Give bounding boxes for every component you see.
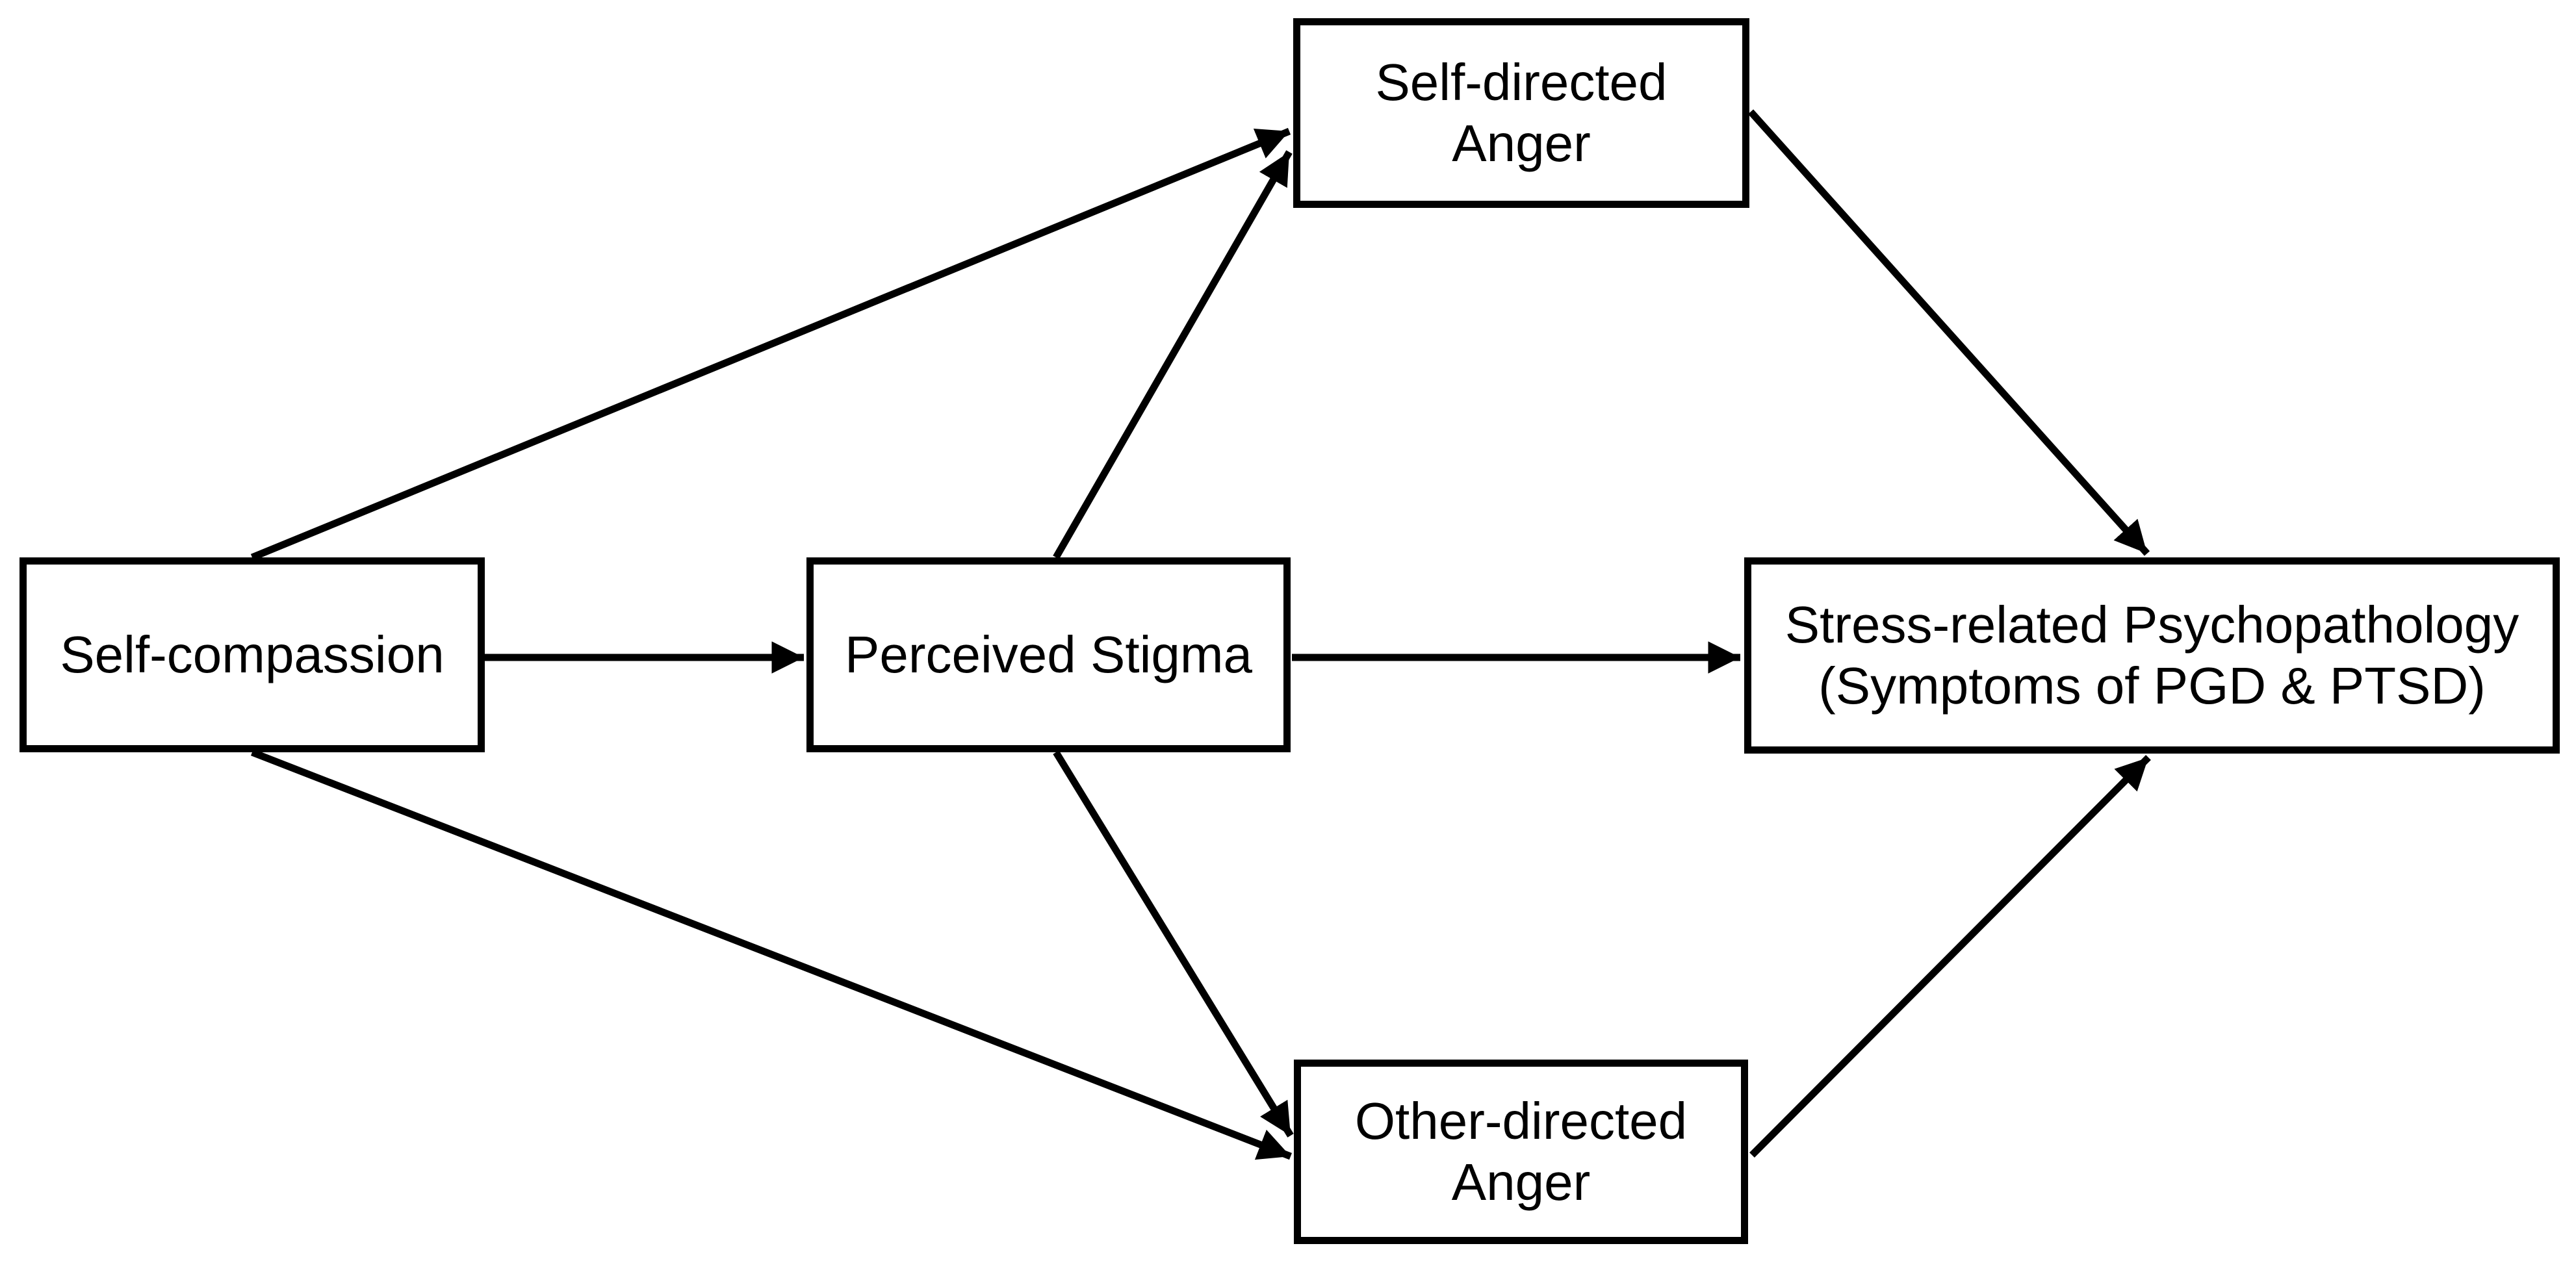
node-self-directed-anger: Self-directed Anger — [1293, 18, 1749, 208]
node-stress-psychopathology-label-line2: (Symptoms of PGD & PTSD) — [1818, 657, 2486, 715]
node-perceived-stigma: Perceived Stigma — [806, 557, 1291, 752]
arrow-self-compassion-to-self-directed-anger — [250, 127, 1291, 561]
node-self-compassion: Self-compassion — [19, 557, 485, 752]
node-other-directed-anger-label-line1: Other-directed — [1354, 1092, 1688, 1151]
node-self-directed-anger-label-line1: Self-directed — [1375, 53, 1668, 112]
node-self-compassion-label: Self-compassion — [60, 626, 444, 684]
node-stress-psychopathology-label-line1: Stress-related Psychopathology — [1784, 596, 2519, 654]
arrow-self-compassion-to-other-directed-anger — [251, 748, 1292, 1160]
node-other-directed-anger: Other-directed Anger — [1294, 1060, 1748, 1244]
node-perceived-stigma-label: Perceived Stigma — [845, 626, 1252, 684]
arrow-self-directed-anger-to-stress-psychopathology — [1747, 109, 2150, 556]
arrow-perceived-stigma-to-other-directed-anger — [1053, 750, 1294, 1138]
arrow-perceived-stigma-to-self-directed-anger — [1053, 150, 1293, 559]
node-self-directed-anger-label-line2: Anger — [1452, 114, 1591, 172]
arrow-other-directed-anger-to-stress-psychopathology — [1749, 755, 2151, 1158]
node-other-directed-anger-label-line2: Anger — [1451, 1153, 1591, 1211]
node-stress-psychopathology: Stress-related Psychopathology (Symptoms… — [1744, 557, 2560, 754]
